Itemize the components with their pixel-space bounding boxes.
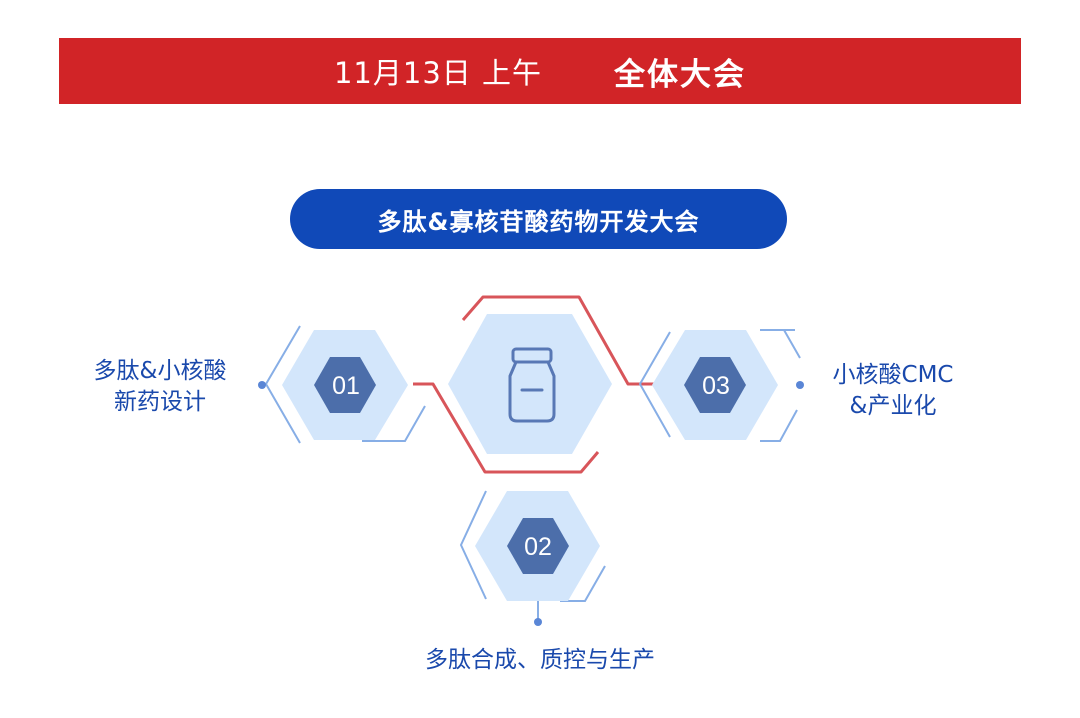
center-hexagon [448, 314, 612, 454]
connector-lines [413, 295, 655, 474]
topic-01-line1: 多肽&小核酸 [93, 358, 227, 384]
topic-label-02: 多肽合成、质控与生产 [380, 645, 700, 676]
hexagon-02: 02 [459, 490, 606, 626]
topic-number-03: 03 [702, 372, 730, 400]
topic-02-line1: 多肽合成、质控与生产 [425, 647, 655, 673]
session-banner: 11月13日 上午 全体大会 [59, 38, 1021, 104]
topic-label-03: 小核酸CMC &产业化 [812, 360, 974, 422]
connector-top [461, 295, 655, 386]
hexagon-01: 01 [258, 325, 426, 444]
topic-03-line2: &产业化 [849, 393, 937, 419]
connector-bottom [413, 382, 600, 474]
session-name: 全体大会 [614, 56, 747, 93]
topic-number-02: 02 [524, 533, 552, 561]
topic-label-01: 多肽&小核酸 新药设计 [76, 356, 244, 418]
conference-title: 多肽&寡核苷酸药物开发大会 [377, 207, 700, 236]
hexagon-03: 03 [638, 329, 804, 442]
conference-title-pill: 多肽&寡核苷酸药物开发大会 [290, 189, 787, 249]
session-date: 11月13日 上午 [333, 56, 543, 90]
topic-03-line1: 小核酸CMC [832, 362, 954, 388]
topic-number-01: 01 [332, 372, 360, 400]
bottle-icon [508, 347, 556, 423]
topic-01-line2: 新药设计 [114, 389, 206, 415]
